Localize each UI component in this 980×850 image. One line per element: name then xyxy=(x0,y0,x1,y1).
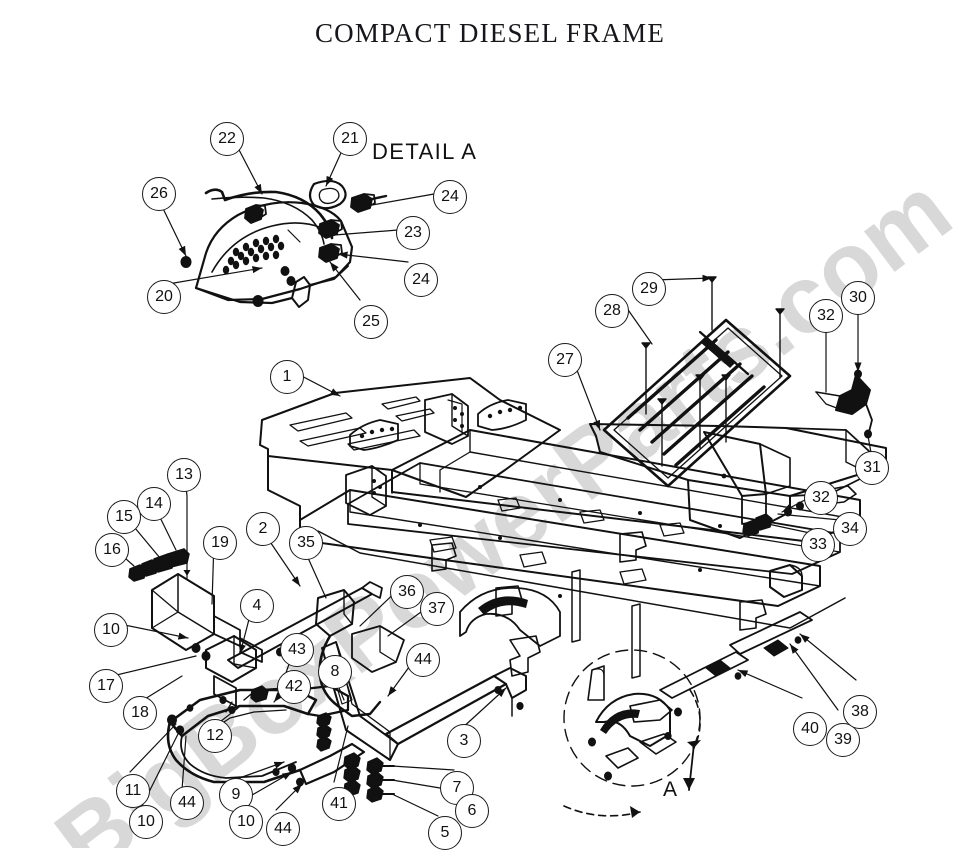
callout-bubble-32[interactable]: 32 xyxy=(804,481,838,515)
callout-bubble-10[interactable]: 10 xyxy=(229,805,263,839)
callout-bubble-18[interactable]: 18 xyxy=(123,696,157,730)
leader-lines xyxy=(103,143,873,817)
callout-bubble-34[interactable]: 34 xyxy=(833,512,867,546)
callout-bubble-16[interactable]: 16 xyxy=(95,533,129,567)
callout-bubble-17[interactable]: 17 xyxy=(89,669,123,703)
detail-a-label: DETAIL A xyxy=(372,139,478,164)
callout-bubble-11[interactable]: 11 xyxy=(116,774,150,808)
callout-bubble-44[interactable]: 44 xyxy=(406,643,440,677)
callout-bubble-3[interactable]: 3 xyxy=(447,724,481,758)
callout-bubble-25[interactable]: 25 xyxy=(354,305,388,339)
callout-bubble-21[interactable]: 21 xyxy=(333,122,367,156)
callout-bubble-44[interactable]: 44 xyxy=(170,786,204,820)
callout-bubble-2[interactable]: 2 xyxy=(246,512,280,546)
callout-bubble-37[interactable]: 37 xyxy=(420,592,454,626)
callout-bubble-19[interactable]: 19 xyxy=(203,526,237,560)
callout-bubble-10[interactable]: 10 xyxy=(94,613,128,647)
callout-bubble-36[interactable]: 36 xyxy=(390,575,424,609)
callout-bubble-33[interactable]: 33 xyxy=(801,528,835,562)
callout-bubble-8[interactable]: 8 xyxy=(318,655,352,689)
callout-bubble-32[interactable]: 32 xyxy=(809,299,843,333)
callout-bubble-9[interactable]: 9 xyxy=(219,778,253,812)
section-a-marker xyxy=(563,649,701,818)
callout-bubble-1[interactable]: 1 xyxy=(270,360,304,394)
callout-bubble-24[interactable]: 24 xyxy=(404,263,438,297)
callout-bubble-4[interactable]: 4 xyxy=(240,589,274,623)
callout-bubble-26[interactable]: 26 xyxy=(142,177,176,211)
callout-bubble-12[interactable]: 12 xyxy=(198,719,232,753)
callout-bubble-24[interactable]: 24 xyxy=(433,180,467,214)
callout-bubble-6[interactable]: 6 xyxy=(455,794,489,828)
page-title: COMPACT DIESEL FRAME xyxy=(314,18,666,48)
callout-bubble-5[interactable]: 5 xyxy=(428,816,462,850)
callout-bubble-13[interactable]: 13 xyxy=(167,458,201,492)
callout-bubble-31[interactable]: 31 xyxy=(855,451,889,485)
callout-bubble-35[interactable]: 35 xyxy=(289,526,323,560)
callout-bubble-15[interactable]: 15 xyxy=(107,500,141,534)
callout-bubble-29[interactable]: 29 xyxy=(632,272,666,306)
callout-bubble-22[interactable]: 22 xyxy=(210,122,244,156)
callout-bubble-28[interactable]: 28 xyxy=(595,294,629,328)
callout-bubble-44[interactable]: 44 xyxy=(266,812,300,846)
detail-a-assembly xyxy=(180,179,388,308)
callout-bubble-14[interactable]: 14 xyxy=(137,487,171,521)
callout-bubble-40[interactable]: 40 xyxy=(793,712,827,746)
section-arrow-letter: A xyxy=(663,778,678,801)
callout-bubble-39[interactable]: 39 xyxy=(826,723,860,757)
callout-bubble-10[interactable]: 10 xyxy=(129,805,163,839)
callout-bubble-43[interactable]: 43 xyxy=(280,633,314,667)
callout-bubble-30[interactable]: 30 xyxy=(841,281,875,315)
callout-bubble-20[interactable]: 20 xyxy=(147,280,181,314)
callout-bubble-41[interactable]: 41 xyxy=(322,787,356,821)
rear-rail-parts xyxy=(705,636,802,680)
callout-bubble-23[interactable]: 23 xyxy=(396,216,430,250)
main-frame-chassis xyxy=(259,377,861,701)
callout-bubble-27[interactable]: 27 xyxy=(548,343,582,377)
callout-bubble-42[interactable]: 42 xyxy=(277,670,311,704)
callout-bubble-38[interactable]: 38 xyxy=(843,695,877,729)
